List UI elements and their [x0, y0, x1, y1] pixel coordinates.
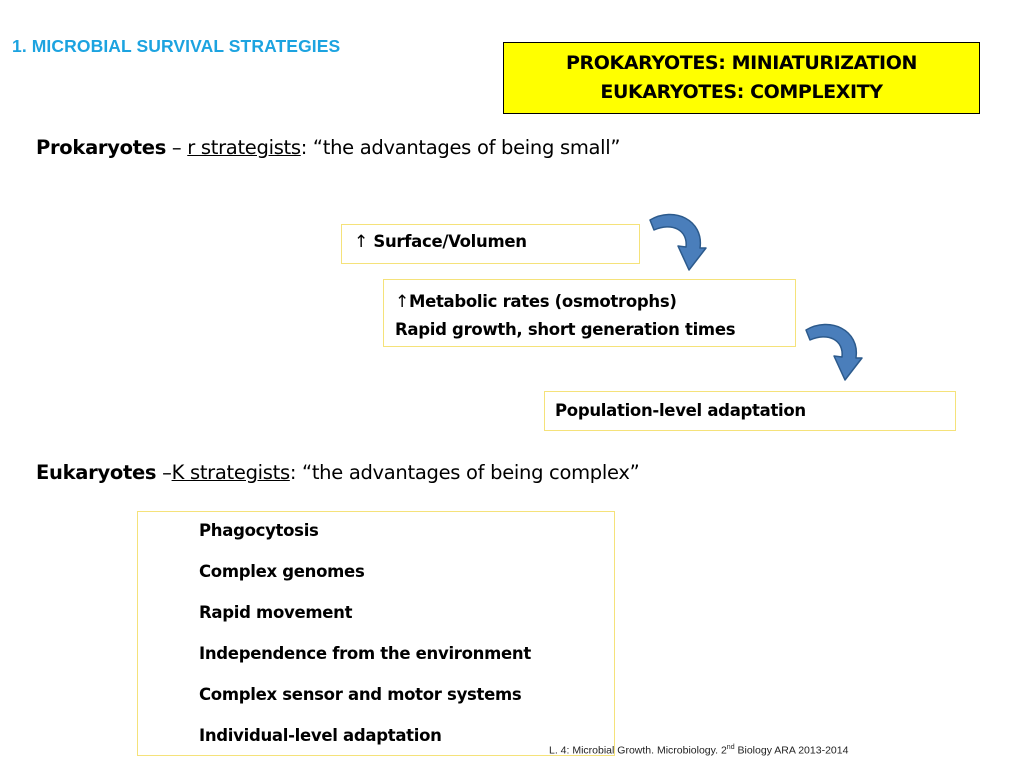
surface-volume-text: Surface/Volumen — [373, 232, 527, 251]
k-strategists-label: K strategists — [171, 461, 291, 484]
up-arrow-icon: ↑ — [354, 232, 368, 252]
footer-text-end: Biology ARA 2013-2014 — [734, 744, 849, 757]
list-item: Phagocytosis — [199, 521, 319, 540]
list-item: Individual-level adaptation — [199, 726, 442, 745]
population-adaptation-text: Population-level adaptation — [555, 401, 806, 420]
footer-citation: L. 4: Microbial Growth. Microbiology. 2n… — [549, 744, 848, 757]
eukaryotes-label: Eukaryotes — [36, 461, 157, 484]
flow-box-population-adaptation: Population-level adaptation — [544, 391, 956, 431]
prokaryotes-label: Prokaryotes — [36, 136, 167, 159]
prokaryotes-quote: : “the advantages of being small” — [300, 136, 621, 159]
list-item: Rapid movement — [199, 603, 353, 622]
curved-arrow-icon — [649, 213, 707, 271]
metabolic-rates-text: Metabolic rates (osmotrophs) — [408, 292, 677, 311]
flow-box-metabolic-rates: ↑Metabolic rates (osmotrophs) Rapid grow… — [383, 279, 796, 347]
up-arrow-icon: ↑ — [395, 292, 409, 312]
eukaryotes-quote: : “the advantages of being complex” — [289, 461, 640, 484]
list-item: Independence from the environment — [199, 644, 531, 663]
prokaryotes-dash: – — [166, 136, 188, 159]
r-strategists-label: r strategists — [187, 136, 301, 159]
prokaryotes-heading: Prokaryotes – r strategists: “the advant… — [36, 136, 621, 159]
eukaryotes-dash: – — [156, 461, 172, 484]
eukaryote-features-box: Phagocytosis Complex genomes Rapid movem… — [137, 511, 615, 756]
footer-superscript: nd — [726, 744, 735, 751]
footer-text-start: L. 4: Microbial Growth. Microbiology. 2 — [549, 744, 727, 757]
eukaryotes-heading: Eukaryotes –K strategists: “the advantag… — [36, 461, 640, 484]
curved-arrow-icon — [805, 323, 863, 381]
flow-box-surface-volume: ↑ Surface/Volumen — [341, 224, 640, 264]
highlight-box: PROKARYOTES: MINIATURIZATION EUKARYOTES:… — [503, 42, 980, 114]
section-title: 1. MICROBIAL SURVIVAL STRATEGIES — [12, 36, 341, 56]
highlight-line-prokaryotes: PROKARYOTES: MINIATURIZATION — [566, 52, 917, 74]
list-item: Complex genomes — [199, 562, 365, 581]
highlight-line-eukaryotes: EUKARYOTES: COMPLEXITY — [600, 81, 883, 103]
rapid-growth-text: Rapid growth, short generation times — [395, 320, 736, 339]
list-item: Complex sensor and motor systems — [199, 685, 522, 704]
